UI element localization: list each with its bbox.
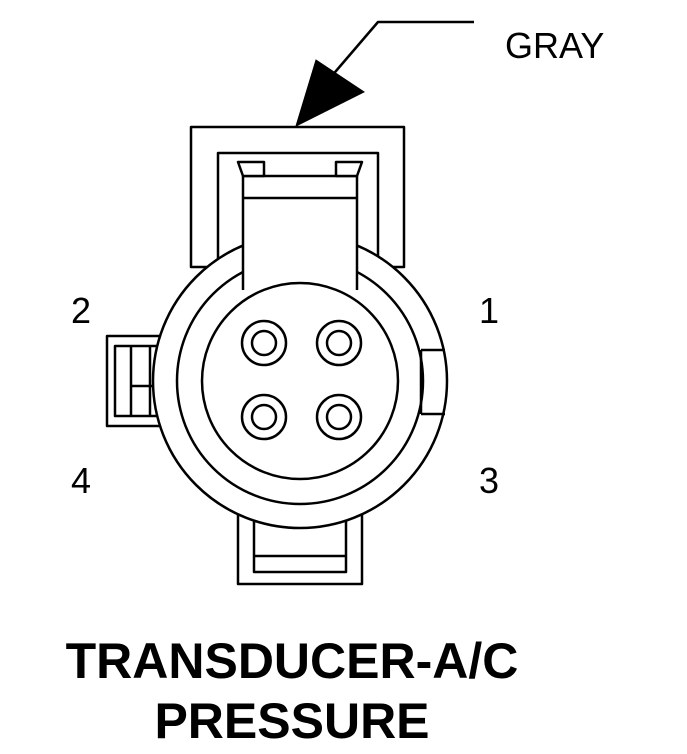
terminal-cavity-3 <box>315 393 363 441</box>
wire-color-label: GRAY <box>505 25 604 66</box>
title-line-1: TRANSDUCER-A/C <box>66 633 519 689</box>
connector-body <box>105 125 449 586</box>
leader-arrowhead-icon <box>295 59 365 127</box>
latch-hook-right <box>334 160 364 178</box>
cavity-label-4: 4 <box>71 460 91 501</box>
terminal-cavity-1 <box>315 319 363 367</box>
latch-tower <box>241 174 359 290</box>
cavity-label-1: 1 <box>479 290 499 331</box>
terminal-cavity-4 <box>240 393 288 441</box>
latch-hook-left <box>236 160 266 178</box>
cavity-label-2: 2 <box>71 290 91 331</box>
terminal-cavity-2 <box>240 319 288 367</box>
title-line-2: PRESSURE <box>154 693 429 749</box>
gray-wire-callout <box>295 20 474 127</box>
leader-line <box>329 20 474 79</box>
cavity-label-3: 3 <box>479 460 499 501</box>
terminal-face <box>200 281 400 481</box>
right-notch <box>419 348 445 416</box>
